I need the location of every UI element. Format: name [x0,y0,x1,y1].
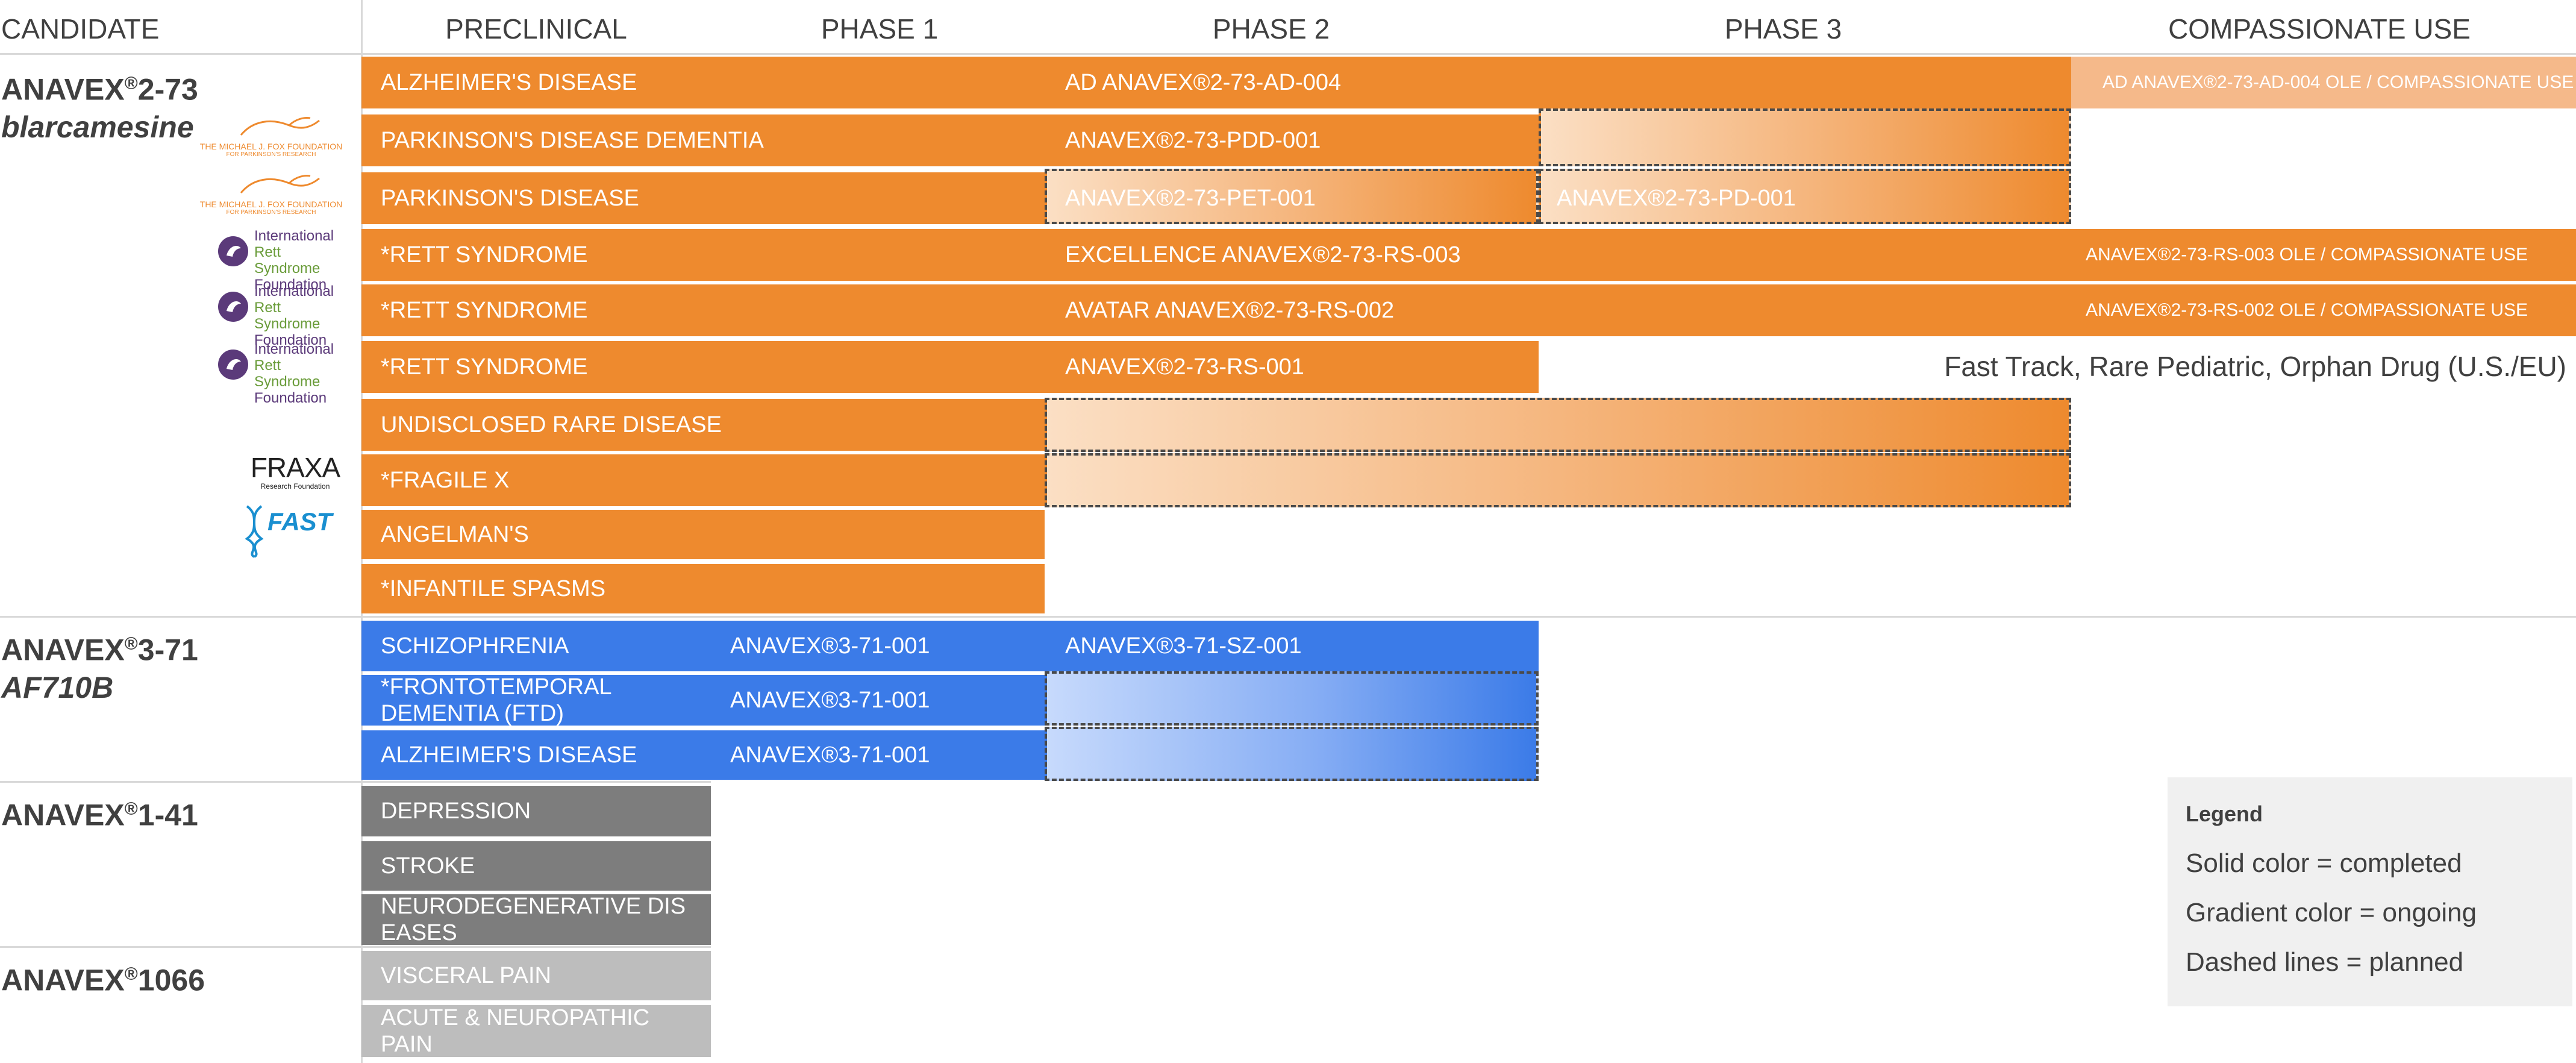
indication-label: UNDISCLOSED RARE DISEASE [381,412,722,437]
legend-box: Legend Solid color = completed Gradient … [2168,777,2572,1006]
designation-note: Fast Track, Rare Pediatric, Orphan Drug … [1944,351,2566,382]
bar-visceral-pain [361,951,711,1000]
trial-label: ANAVEX®3-71-SZ-001 [1065,633,1302,659]
header-compassionate-use: COMPASSIONATE USE [2168,13,2471,45]
candidate-anavex-1066: ANAVEX®1066 [1,963,205,997]
group-divider-3 [0,946,711,948]
legend-gradient: Gradient color = ongoing [2186,898,2477,927]
header-preclinical: PRECLINICAL [445,13,627,45]
bar-alzheimers-3-71-planned [1045,727,1539,781]
indication-label: PARKINSON'S DISEASE DEMENTIA [381,127,764,153]
bar-pet001-planned [1045,169,1539,224]
bar-alzheimers-3-71 [361,730,1045,780]
irsf-logo: International Rett Syndrome Foundation [217,228,349,293]
bar-acute-neuropathic-pain [361,1005,711,1057]
bar-angelman [361,510,1045,559]
header-candidate: CANDIDATE [1,13,160,45]
bar-rett-rs001 [361,341,1539,393]
legend-dashed: Dashed lines = planned [2186,947,2464,977]
mjff-logo: THE MICHAEL J. FOX FOUNDATION FOR PARKIN… [199,114,343,163]
group-divider-1 [0,616,2576,618]
header-divider [0,53,2576,55]
bar-pd [361,172,1045,224]
trial-label: ANAVEX®2-73-RS-003 OLE / COMPASSIONATE U… [2086,245,2528,265]
indication-label: *FRAGILE X [381,467,510,493]
fast-logo: FAST [243,504,340,558]
indication-label: *RETT SYNDROME [381,297,588,323]
bar-rs003-ole [2071,229,2576,281]
legend-solid: Solid color = completed [2186,848,2462,878]
trial-label: EXCELLENCE ANAVEX®2-73-RS-003 [1065,242,1461,268]
bar-ftd-planned [1045,671,1539,726]
indication-label: ALZHEIMER'S DISEASE [381,742,637,768]
bar-fragile-x [361,454,1045,506]
indication-label: *RETT SYNDROME [381,354,588,380]
irsf-logo-2: International Rett Syndrome Foundation [217,283,349,348]
bar-pd001-planned [1539,169,2071,224]
bar-undisclosed [361,399,1045,451]
indication-label: STROKE [381,853,475,879]
trial-label: AD ANAVEX®2-73-AD-004 [1065,69,1342,95]
bar-schizophrenia [361,621,1539,671]
candidate-anavex-2-73: ANAVEX®2-73 blarcamesine [1,72,198,144]
indication-label: *INFANTILE SPASMS [381,575,606,601]
bar-stroke [361,841,711,891]
indication-label: ALZHEIMER'S DISEASE [381,69,637,95]
indication-label: *RETT SYNDROME [381,242,588,268]
bar-fragile-x-planned [1045,453,2071,507]
irsf-emblem-icon [218,292,248,322]
bar-neurodegenerative [361,894,711,945]
bar-rett-rs003 [361,229,2071,281]
irsf-emblem-icon [218,236,248,266]
bar-rs002-ole [2071,284,2576,336]
bar-undisclosed-planned [1045,398,2071,452]
indication-label: DEPRESSION [381,798,531,824]
indication-label: PARKINSON'S DISEASE [381,185,639,211]
trial-label: ANAVEX®2-73-RS-002 OLE / COMPASSIONATE U… [2086,300,2528,320]
trial-label: ANAVEX®2-73-PDD-001 [1065,127,1321,153]
indication-label: NEURODEGENERATIVE DIS EASES [381,894,686,945]
bar-infantile-spasms [361,564,1045,613]
mjff-logo-2: THE MICHAEL J. FOX FOUNDATION FOR PARKIN… [199,172,343,221]
header-phase1: PHASE 1 [821,13,939,45]
trial-label: ANAVEX®2-73-PET-001 [1065,185,1316,211]
candidate-anavex-3-71: ANAVEX®3-71 AF710B [1,633,198,704]
legend-title: Legend [2186,801,2263,826]
indication-label: ANGELMAN'S [381,521,529,547]
bar-depression [361,786,711,836]
header-phase2: PHASE 2 [1212,13,1330,45]
fraxa-logo: FRAXA Research Foundation [250,452,340,491]
trial-label: ANAVEX®3-71-001 [730,687,930,713]
irsf-logo-3: International Rett Syndrome Foundation [217,341,349,406]
candidate-anavex-1-41: ANAVEX®1-41 [1,798,198,832]
trial-label: AVATAR ANAVEX®2-73-RS-002 [1065,297,1395,323]
bar-ftd [361,675,1045,726]
mjff-hand-icon [240,117,320,136]
group-divider-2 [0,781,711,783]
indication-label: SCHIZOPHRENIA [381,633,569,659]
indication-label: ACUTE & NEUROPATHIC PAIN [381,1005,650,1057]
mjff-hand-icon [240,175,320,193]
bar-pdd-phase3-planned [1539,108,2071,166]
trial-label: ANAVEX®2-73-PD-001 [1557,185,1796,211]
trial-label: ANAVEX®3-71-001 [730,633,930,659]
irsf-emblem-icon [218,350,248,380]
bar-pdd [361,114,1539,166]
dna-helix-icon [245,505,264,558]
bar-alzheimers-2-73 [361,57,2071,108]
trial-label: AD ANAVEX®2-73-AD-004 OLE / COMPASSIONAT… [2102,72,2574,92]
bar-ad004-ole [2071,57,2576,108]
indication-label: VISCERAL PAIN [381,962,551,988]
bar-rett-rs002 [361,284,2071,336]
indication-label: *FRONTOTEMPORAL DEMENTIA (FTD) [381,674,611,726]
trial-label: ANAVEX®2-73-RS-001 [1065,354,1304,380]
header-phase3: PHASE 3 [1724,13,1842,45]
trial-label: ANAVEX®3-71-001 [730,742,930,768]
